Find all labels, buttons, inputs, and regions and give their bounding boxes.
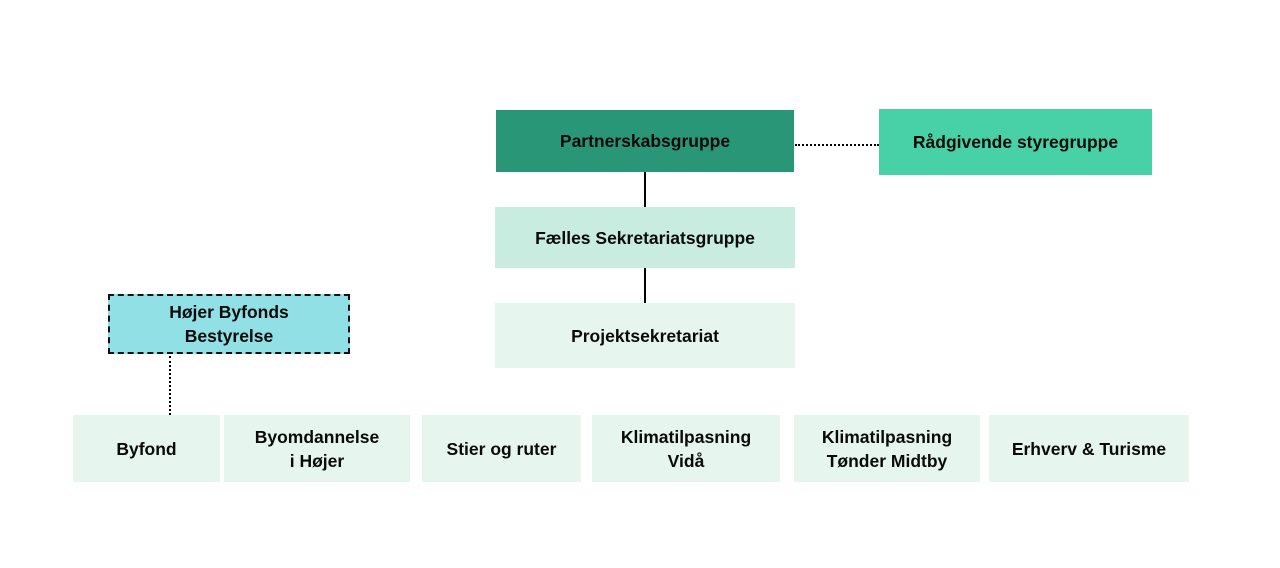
project-box-klimatilpasning-vidaa: Klimatilpasning Vidå — [592, 415, 780, 482]
project-box-byomdannelse-i-hoejer: Byomdannelse i Højer — [224, 415, 410, 482]
connector-faelles-to-projektsekretariat — [644, 268, 646, 303]
node-hoejer-byfonds-bestyrelse: Højer Byfonds Bestyrelse — [108, 294, 350, 354]
node-projektsekretariat: Projektsekretariat — [495, 303, 795, 368]
node-raadgivende-styregruppe: Rådgivende styregruppe — [879, 109, 1152, 175]
project-box-stier-og-ruter: Stier og ruter — [422, 415, 581, 482]
project-box-klimatilpasning-toender-midtby: Klimatilpasning Tønder Midtby — [794, 415, 980, 482]
project-box-erhverv-turisme: Erhverv & Turisme — [989, 415, 1189, 482]
connector-partnerskab-to-raadgivende — [795, 144, 879, 146]
connector-partnerskab-to-faelles — [644, 172, 646, 207]
node-partnerskabsgruppe: Partnerskabsgruppe — [496, 110, 794, 172]
node-faelles-sekretariatsgruppe: Fælles Sekretariatsgruppe — [495, 207, 795, 268]
connector-bestyrelse-to-byfond — [169, 356, 171, 415]
project-box-byfond: Byfond — [73, 415, 220, 482]
